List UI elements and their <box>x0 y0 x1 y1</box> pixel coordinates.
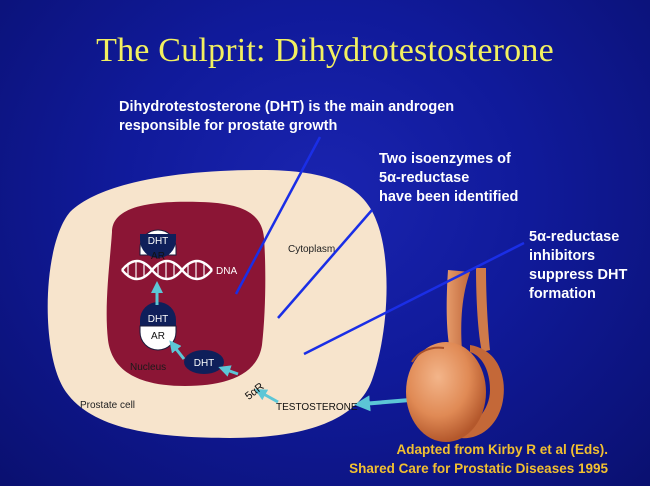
cytoplasm-label: Cytoplasm <box>288 244 335 255</box>
dna-label: DNA <box>216 266 237 277</box>
mid-ar-label: AR <box>151 331 165 342</box>
dht-ar-complex-top: DHT AR <box>139 229 177 262</box>
inhibitors-note: 5α-reductase inhibitors suppress DHT for… <box>529 229 628 302</box>
isoenzymes-note: Two isoenzymes of 5α-reductase have been… <box>379 151 519 205</box>
free-dht: DHT <box>184 350 224 374</box>
top-ar-label: AR <box>151 251 165 262</box>
mid-dht-label: DHT <box>148 314 169 325</box>
pointer-lines <box>234 136 525 356</box>
dht-note: Dihydrotestosterone (DHT) is the main an… <box>119 99 455 134</box>
pathway-arrows <box>151 281 411 412</box>
testis-illustration <box>406 268 504 442</box>
top-dht-label: DHT <box>148 236 169 247</box>
slide-title: The Culprit: Dihydrotestosterone <box>96 32 554 69</box>
dna-helix <box>121 259 213 281</box>
prostate-cell-label: Prostate cell <box>80 400 135 411</box>
source-credit: Adapted from Kirby R et al (Eds). Shared… <box>349 442 608 476</box>
free-dht-label: DHT <box>194 358 215 369</box>
testosterone-label: TESTOSTERONE <box>276 402 358 413</box>
dht-ar-complex-mid: DHT AR <box>139 302 177 351</box>
nucleus-label: Nucleus <box>130 362 166 373</box>
